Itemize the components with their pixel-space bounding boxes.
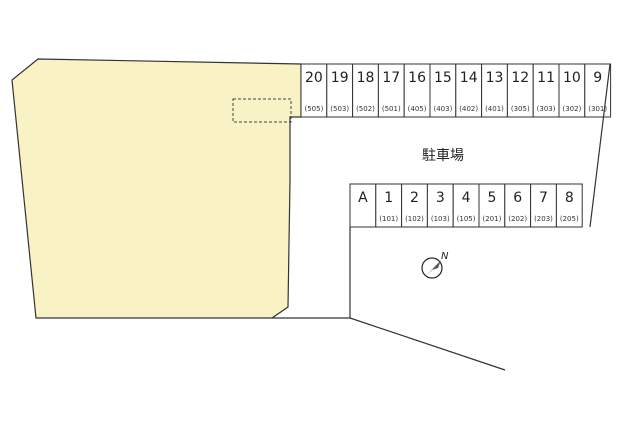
- parking-stall: 13 (401): [481, 63, 508, 118]
- stall-room-number: (305): [511, 105, 530, 113]
- stall-room-number: (101): [379, 215, 398, 223]
- stall-number: 14: [460, 70, 478, 86]
- stall-number: A: [358, 190, 368, 206]
- stall-number: 1: [384, 190, 393, 206]
- compass-icon: N: [421, 251, 449, 279]
- stall-number: 15: [434, 70, 452, 86]
- parking-stall-box: [375, 183, 403, 228]
- parking-stall: 6 (202): [504, 183, 532, 228]
- building-footprint: [11, 58, 302, 319]
- parking-stall: 11 (303): [532, 63, 560, 118]
- stall-room-number: (103): [431, 215, 450, 223]
- stall-number: 12: [511, 70, 529, 86]
- stall-number: 8: [565, 190, 574, 206]
- stall-room-number: (503): [330, 105, 349, 113]
- stall-number: 9: [593, 70, 602, 86]
- stall-room-number: (202): [508, 215, 527, 223]
- stall-room-number: (303): [537, 105, 556, 113]
- parking-stall-box: [300, 63, 328, 118]
- parking-stall: 20 (505): [300, 63, 328, 118]
- stall-room-number: (502): [356, 105, 375, 113]
- stall-room-number: (201): [482, 215, 501, 223]
- parking-stall: A: [349, 183, 377, 228]
- parking-stall-box: [426, 183, 454, 228]
- stall-room-number: (301): [588, 105, 607, 113]
- parking-stall: 4 (105): [452, 183, 480, 228]
- stall-room-number: (105): [457, 215, 476, 223]
- parking-stall: 18 (502): [352, 63, 379, 118]
- parking-stall-box: [481, 63, 508, 118]
- parking-stall-box: [478, 183, 506, 228]
- stall-number: 3: [436, 190, 445, 206]
- parking-stall: 3 (103): [426, 183, 454, 228]
- parking-stall: 2 (102): [401, 183, 428, 228]
- stall-number: 20: [305, 70, 323, 86]
- parking-stall-box: [532, 63, 560, 118]
- dashed-area: [232, 98, 292, 123]
- parking-stall-box: [429, 63, 457, 118]
- stall-room-number: (203): [534, 215, 553, 223]
- lot-boundary-right: [589, 63, 611, 228]
- compass-north-label: N: [441, 251, 449, 262]
- stall-number: 16: [408, 70, 426, 86]
- stall-room-number: (402): [459, 105, 478, 113]
- top-stall-row: 20 (505) 19 (503) 18 (502) 17 (501) 16 (405) 15 (40…: [300, 63, 612, 118]
- parking-stall: 15 (403): [429, 63, 457, 118]
- parking-stall: 16 (405): [403, 63, 431, 118]
- parking-stall: 12 (305): [506, 63, 534, 118]
- lot-boundary-diagonal: [349, 317, 506, 371]
- stall-number: 17: [382, 70, 400, 86]
- stall-room-number: (403): [433, 105, 452, 113]
- stall-room-number: (205): [560, 215, 579, 223]
- stall-room-number: (302): [562, 105, 581, 113]
- stall-number: 5: [487, 190, 496, 206]
- parking-stall-box: [377, 63, 405, 118]
- stall-number: 7: [539, 190, 548, 206]
- parking-stall-box: [401, 183, 428, 228]
- parking-stall: 14 (402): [455, 63, 483, 118]
- stall-room-number: (501): [382, 105, 401, 113]
- stall-number: 13: [486, 70, 504, 86]
- stall-room-number: (401): [485, 105, 504, 113]
- stall-room-number: (102): [405, 215, 424, 223]
- parking-stall: 17 (501): [377, 63, 405, 118]
- stall-number: 6: [513, 190, 522, 206]
- stall-number: 11: [537, 70, 555, 86]
- stall-number: 19: [331, 70, 349, 86]
- parking-stall: 5 (201): [478, 183, 506, 228]
- stall-room-number: (405): [408, 105, 427, 113]
- stall-number: 2: [410, 190, 419, 206]
- parking-stall: 10 (302): [558, 63, 586, 118]
- parking-stall-box: [555, 183, 583, 228]
- parking-stall-box: [349, 183, 377, 228]
- parking-stall: 7 (203): [530, 183, 557, 228]
- stall-number: 18: [357, 70, 375, 86]
- stall-number: 10: [563, 70, 581, 86]
- stall-number: 4: [462, 190, 471, 206]
- parking-stall: 19 (503): [326, 63, 354, 118]
- parking-lot-label: 駐車場: [422, 147, 464, 164]
- parking-stall: 1 (101): [375, 183, 403, 228]
- parking-stall-box: [452, 183, 480, 228]
- parking-stall-box: [530, 183, 557, 228]
- parking-stall: 8 (205): [555, 183, 583, 228]
- stall-room-number: (505): [304, 105, 323, 113]
- parking-stall-box: [504, 183, 532, 228]
